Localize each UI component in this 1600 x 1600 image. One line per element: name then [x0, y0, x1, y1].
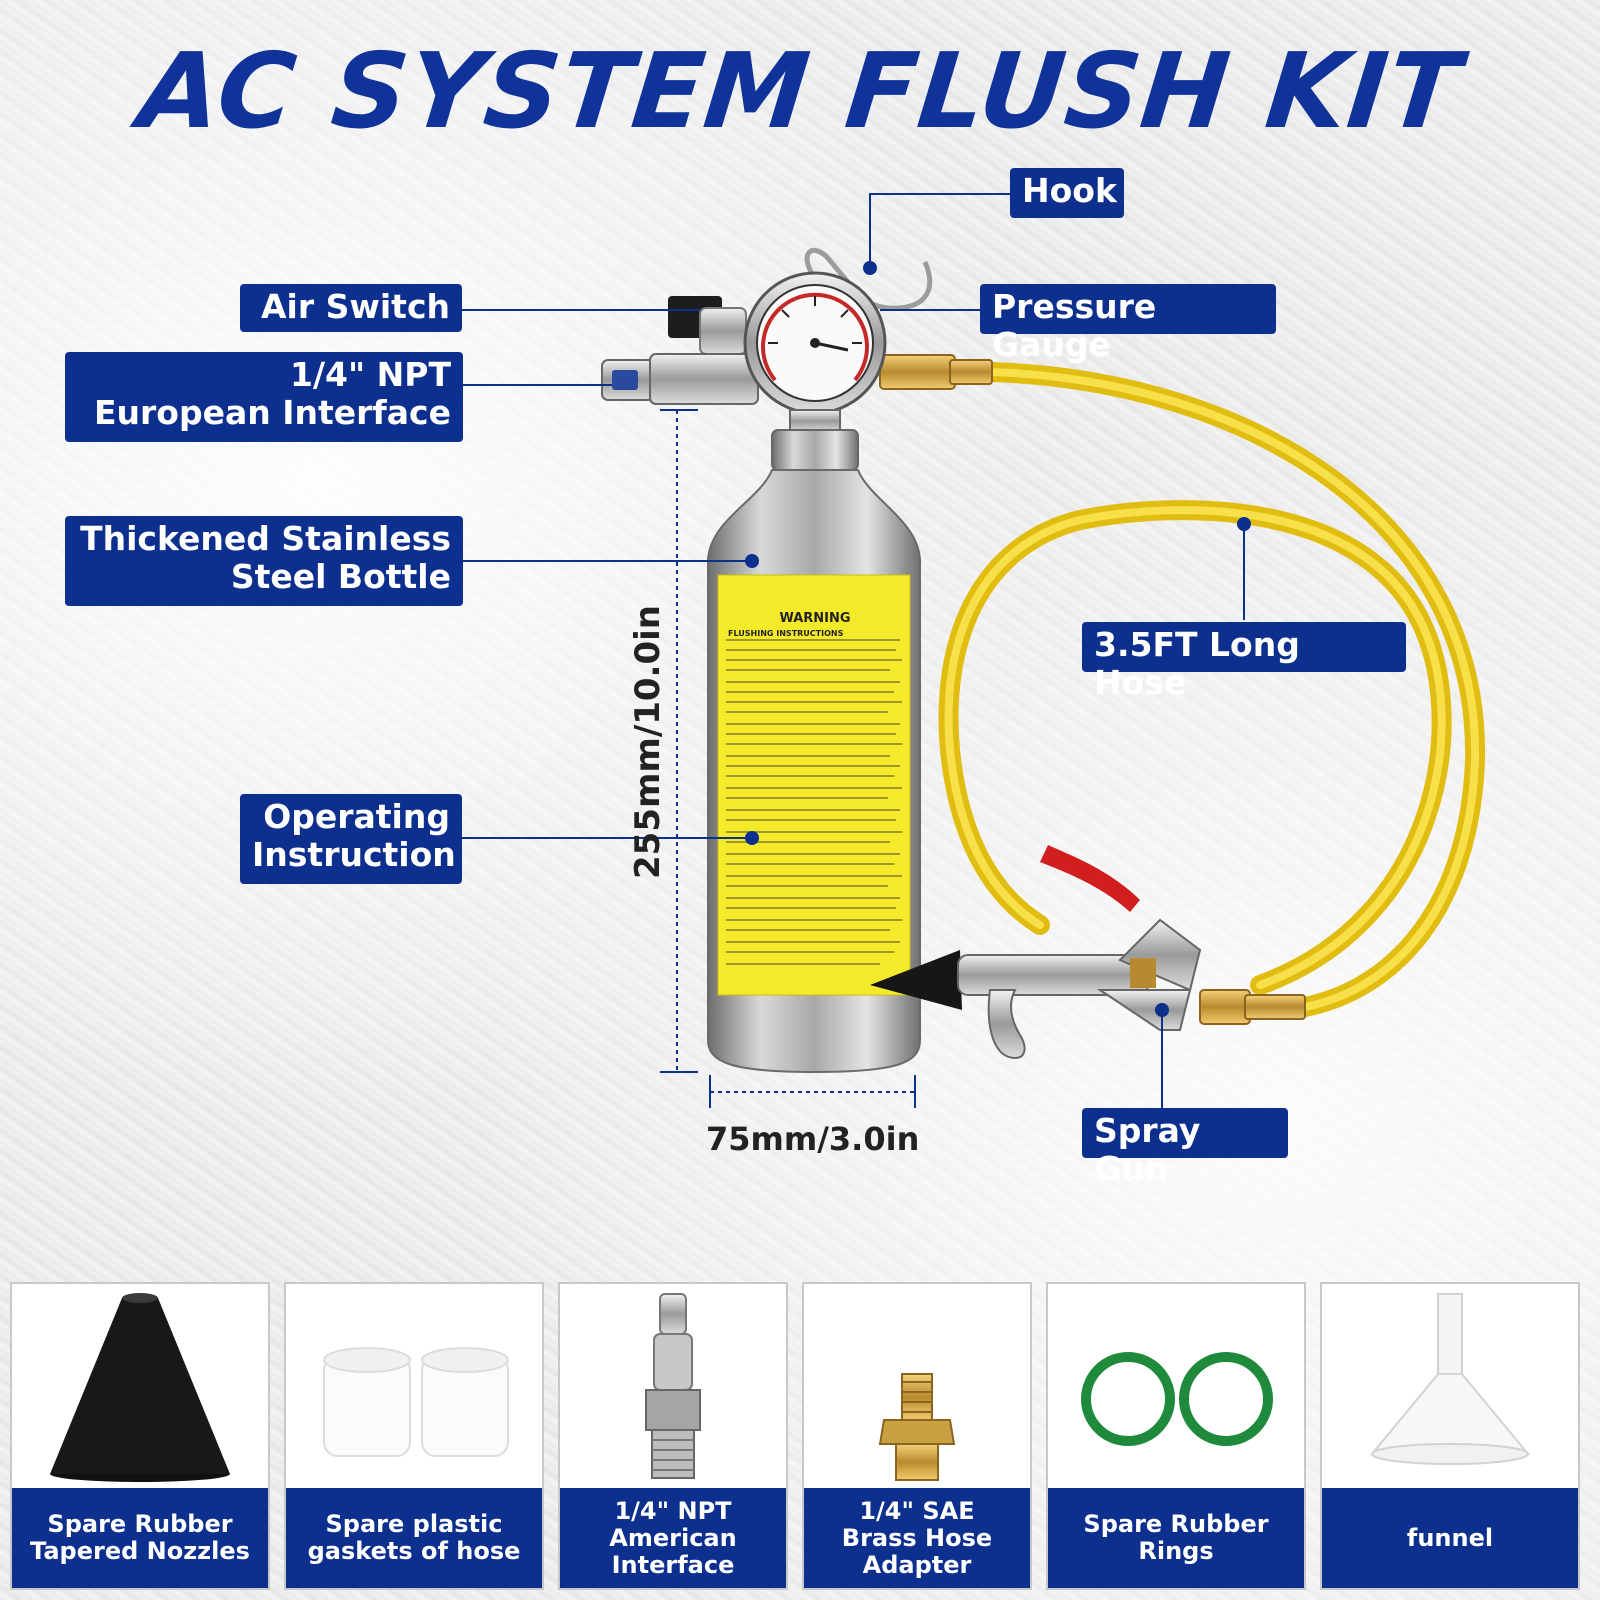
- accessory-caption: funnel: [1322, 1488, 1578, 1588]
- spray-gun-nozzle: [870, 950, 962, 1010]
- accessory-caption: Spare Rubber Tapered Nozzles: [12, 1488, 268, 1588]
- brass-adapter-icon: [878, 1373, 956, 1481]
- accessory-card: Spare Rubber Rings: [1046, 1282, 1306, 1590]
- height-dimension: 255mm/10.0in: [628, 605, 668, 879]
- spray-gun-trigger: [1040, 845, 1140, 912]
- rubber-ring-icon: [1081, 1352, 1273, 1446]
- pressure-gauge-label: Pressure Gauge: [980, 284, 1276, 364]
- accessory-caption: 1/4" SAE Brass Hose Adapter: [804, 1488, 1030, 1588]
- long-hose: [980, 362, 1486, 1018]
- accessory-caption: Spare Rubber Rings: [1048, 1488, 1304, 1588]
- bottle-heading-text: FLUSHING INSTRUCTIONS: [728, 629, 844, 638]
- accessory-card: Spare Rubber Tapered Nozzles: [10, 1282, 270, 1590]
- operating-instruction-label: [717, 574, 911, 996]
- accessories-row: Spare Rubber Tapered Nozzles Spare plast…: [10, 1282, 1590, 1590]
- rubber-nozzle-icon: [50, 1293, 230, 1482]
- bottle-warning-text: WARNING: [779, 611, 850, 626]
- accessory-caption: Spare plastic gaskets of hose: [286, 1488, 542, 1588]
- spray-gun-label: Spray Gun: [1082, 1108, 1288, 1188]
- european-interface-label: 1/4" NPT European Interface: [65, 352, 463, 442]
- hook-label: Hook: [1010, 168, 1124, 218]
- long-hose-label: 3.5FT Long Hose: [1082, 622, 1406, 702]
- american-interface-icon: [645, 1293, 701, 1479]
- width-dimension: 75mm/3.0in: [706, 1120, 920, 1158]
- operating-instruction-callout: Operating Instruction: [240, 794, 462, 884]
- accessory-caption: 1/4" NPT American Interface: [560, 1488, 786, 1588]
- bottle-label: Thickened Stainless Steel Bottle: [65, 516, 463, 606]
- accessory-card: funnel: [1320, 1282, 1580, 1590]
- accessory-card: Spare plastic gaskets of hose: [284, 1282, 544, 1590]
- air-switch-label: Air Switch: [240, 284, 462, 332]
- plastic-gasket-icon: [323, 1347, 509, 1457]
- product-illustration: WARNING FLUSHING INSTRUCTIONS: [460, 193, 1486, 1108]
- funnel-icon: [1369, 1293, 1531, 1465]
- accessory-card: 1/4" SAE Brass Hose Adapter: [802, 1282, 1032, 1590]
- accessory-card: 1/4" NPT American Interface: [558, 1282, 788, 1590]
